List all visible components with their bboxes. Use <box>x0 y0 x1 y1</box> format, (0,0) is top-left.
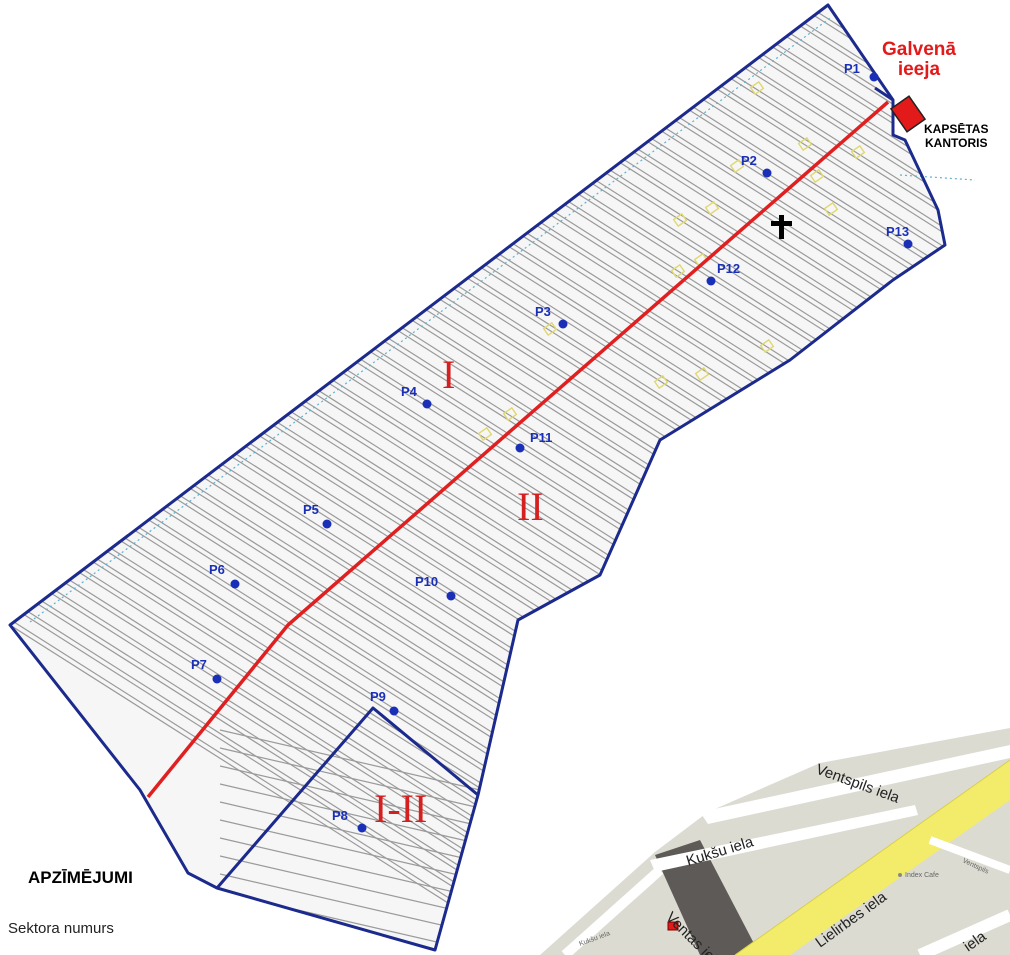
cemetery-boundary <box>8 3 947 952</box>
map-marker-office <box>667 921 679 931</box>
plot-row-line <box>219 855 481 917</box>
plot-row-line <box>219 747 481 809</box>
plot-marker-label: P1 <box>844 61 860 76</box>
plot-marker-label: P8 <box>332 808 348 823</box>
main-entrance-label: Galvenā ieeja <box>882 40 956 80</box>
plot-row-line <box>219 819 481 881</box>
plot-marker-label: P3 <box>535 304 551 319</box>
main-path <box>146 100 890 799</box>
plot-marker-dot <box>322 519 332 529</box>
office-line-2: KANTORIS <box>925 136 988 150</box>
plot-row-line <box>10 624 531 950</box>
plot-row-line <box>689 109 945 441</box>
plot-marker-dot <box>230 579 240 589</box>
plot-marker-dot <box>515 443 525 453</box>
sector-label-3: I-II <box>374 786 427 831</box>
plot-marker-dot <box>212 674 222 684</box>
plot-row-line <box>693 106 945 438</box>
plot-marker-label: P11 <box>530 430 552 445</box>
plot-row-line <box>219 729 481 791</box>
plot-marker-label: P6 <box>209 562 225 577</box>
kuksu-road <box>650 805 918 872</box>
plot-marker-label: P2 <box>741 153 757 168</box>
office-label: KAPSĒTAS KANTORIS <box>924 122 988 150</box>
plot-row-line <box>762 54 945 386</box>
plot-marker-dot <box>422 399 432 409</box>
plot-row-line <box>13 621 535 950</box>
plot-row-line <box>734 75 945 407</box>
plot-marker-label: P10 <box>415 574 438 589</box>
grave-markers <box>477 80 866 442</box>
legend-title: APZĪMĒJUMI <box>28 868 133 887</box>
plot-marker-label: P4 <box>401 384 418 399</box>
plot-marker-label: P9 <box>370 689 386 704</box>
plot-row-line <box>730 78 945 410</box>
ventspils-road <box>700 745 1010 824</box>
plot-row-line <box>748 64 945 396</box>
plot-row-line <box>744 67 945 399</box>
plot-marker-dot <box>446 591 456 601</box>
plot-marker-dot <box>762 168 772 178</box>
plot-marker-dot <box>869 72 879 82</box>
plot-row-line <box>716 88 945 420</box>
plot-marker-label: P5 <box>303 502 319 517</box>
legend-sector-item: Sektora numurs <box>8 920 114 937</box>
plot-row-line <box>772 46 945 378</box>
plot-row-line <box>720 85 945 417</box>
office-line-1: KAPSĒTAS <box>924 122 989 136</box>
office-building <box>889 95 927 133</box>
plot-marker-dot <box>903 239 913 249</box>
plot-marker-dot <box>357 823 367 833</box>
plot-row-line <box>786 36 945 368</box>
street-map-inset <box>540 728 1010 955</box>
plot-row-line <box>219 801 481 863</box>
plot-marker-label: P13 <box>886 224 909 239</box>
plot-row-line <box>758 57 945 389</box>
cross-icon <box>771 215 792 239</box>
sector-label-1: I <box>442 352 455 397</box>
entrance-line-2: ieeja <box>897 59 941 80</box>
plot-row-line <box>219 765 481 827</box>
entrance-line-1: Galvenā <box>882 39 956 60</box>
plot-row-line <box>219 783 481 845</box>
sector-label-2: II <box>517 484 544 529</box>
street-label-index-cafe: Index Cafe <box>905 872 939 879</box>
plot-row-line <box>706 96 945 428</box>
plot-marker-dot <box>706 276 716 286</box>
plot-marker-dot <box>389 706 399 716</box>
plot-marker-label: P7 <box>191 657 207 672</box>
plot-row-line <box>776 43 945 375</box>
plot-row-line <box>219 837 481 899</box>
plot-marker-label: P12 <box>717 261 740 276</box>
plot-row-line <box>219 873 481 935</box>
plot-row-line <box>702 99 945 431</box>
plot-marker-dot <box>558 319 568 329</box>
